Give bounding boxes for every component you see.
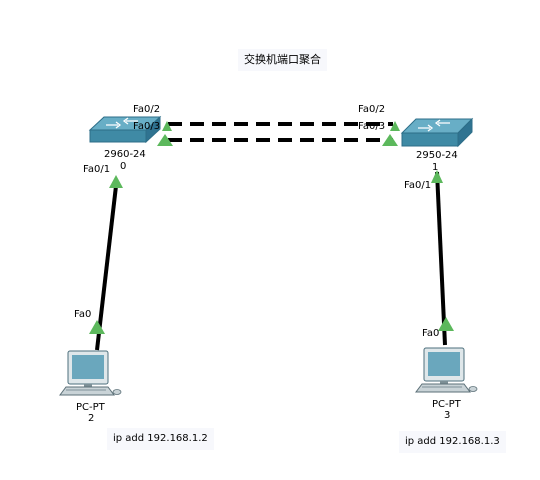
right-switch-name: 1 (432, 162, 439, 173)
switch-left-icon[interactable] (88, 115, 162, 144)
pc-left-icon[interactable] (59, 350, 122, 396)
right-pc-ip-text: ip add 192.168.1.3 (405, 436, 500, 447)
port-up-triangle-left-fa0-2 (162, 121, 172, 131)
right-pc-port-fa0: Fa0 (422, 328, 440, 339)
left-pc-name: 2 (88, 413, 95, 424)
left-switch-model: 2960-24 (104, 149, 146, 160)
left-switch-name: 0 (120, 161, 127, 172)
right-pc-name: 3 (444, 410, 451, 421)
right-switch-model: 2950-24 (416, 150, 458, 161)
port-up-triangle-left-fa0-3 (157, 134, 173, 146)
title-note: 交换机端口聚合 (238, 49, 327, 71)
left-pc-port-fa0: Fa0 (74, 309, 92, 320)
switch-right-icon[interactable] (400, 117, 474, 148)
left-switch-port-fa0-3: Fa0/3 (133, 121, 161, 132)
link-left-switch-pc[interactable] (95, 185, 118, 351)
left-pc-model: PC-PT (76, 402, 105, 413)
port-up-triangle-right-fa0 (438, 317, 454, 331)
port-up-triangle-left-fa0-1 (109, 175, 123, 188)
link-right-switch-pc[interactable] (435, 171, 447, 346)
pc-right-icon[interactable] (415, 347, 478, 393)
left-switch-port-fa0-2: Fa0/2 (133, 104, 161, 115)
left-switch-port-fa0-1: Fa0/1 (83, 164, 111, 175)
right-switch-port-fa0-2: Fa0/2 (358, 104, 386, 115)
port-up-triangle-right-fa0-3 (382, 134, 398, 146)
right-switch-port-fa0-3: Fa0/3 (358, 121, 386, 132)
left-pc-ip-text: ip add 192.168.1.2 (113, 433, 208, 444)
left-pc-ip-note: ip add 192.168.1.2 (107, 428, 214, 450)
right-pc-model: PC-PT (432, 399, 461, 410)
port-up-triangle-right-fa0-2 (390, 121, 400, 131)
page-title: 交换机端口聚合 (244, 53, 321, 66)
port-up-triangle-left-fa0 (89, 320, 105, 334)
right-switch-port-fa0-1: Fa0/1 (404, 180, 432, 191)
right-pc-ip-note: ip add 192.168.1.3 (399, 431, 506, 453)
port-up-triangle-right-fa0-1 (431, 170, 443, 183)
